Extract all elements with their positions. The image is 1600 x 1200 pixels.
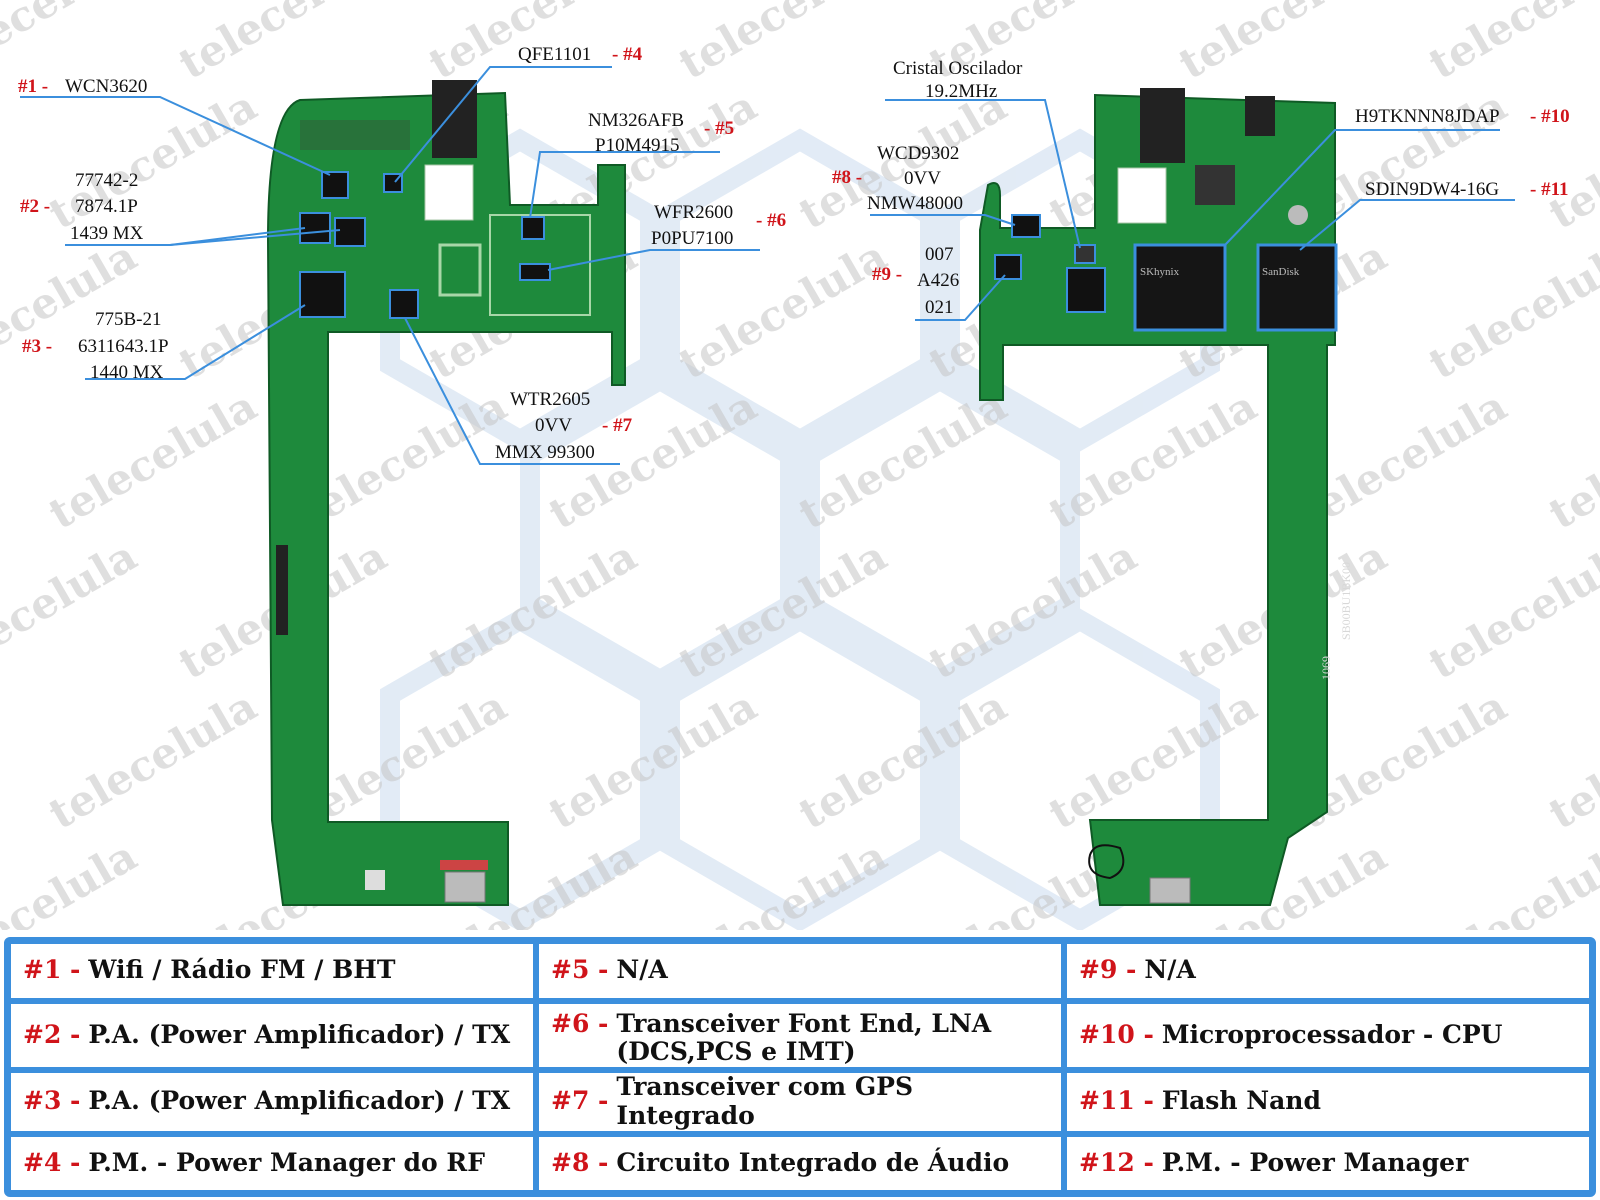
legend-table: #1 -Wifi / Rádio FM / BHT#5 -N/A#9 -N/A#… <box>4 937 1596 1197</box>
svg-text:021: 021 <box>925 297 954 318</box>
svg-text:775B-21: 775B-21 <box>95 309 162 330</box>
legend-number: #1 - <box>23 955 81 985</box>
leader-lines <box>20 66 1515 465</box>
legend-text: Transceiver Font End, LNA(DCS,PCS e IMT) <box>616 1008 992 1067</box>
svg-text:19.2MHz: 19.2MHz <box>925 81 997 102</box>
silkscreen-code: SB00BU1BK00 <box>1339 562 1353 640</box>
legend-number: #2 - <box>23 1019 81 1049</box>
svg-text:#8 -: #8 - <box>832 167 862 188</box>
svg-text:WTR2605: WTR2605 <box>510 389 590 410</box>
svg-text:#2 -: #2 - <box>20 196 50 217</box>
svg-text:P10M4915: P10M4915 <box>595 135 679 156</box>
legend-text-line2: (DCS,PCS e IMT) <box>616 1037 856 1067</box>
callout-crystal: Cristal Oscilador 19.2MHz <box>893 58 1023 102</box>
svg-text:H9TKNNN8JDAP: H9TKNNN8JDAP <box>1355 106 1500 127</box>
svg-text:WCN3620: WCN3620 <box>65 76 147 97</box>
callout-8: WCD9302 #8 - 0VV NMW48000 <box>832 143 963 214</box>
svg-text:007: 007 <box>925 244 954 265</box>
legend-cell: #11 -Flash Nand <box>1064 1070 1592 1134</box>
flash-brand-text: SanDisk <box>1262 266 1300 278</box>
legend-number: #4 - <box>23 1147 81 1177</box>
svg-text:- #5: - #5 <box>704 118 734 139</box>
svg-text:QFE1101: QFE1101 <box>518 44 591 65</box>
svg-text:NM326AFB: NM326AFB <box>588 110 684 131</box>
svg-text:6311643.1P: 6311643.1P <box>78 336 169 357</box>
svg-text:- #4: - #4 <box>612 44 643 65</box>
legend-cell: #1 -Wifi / Rádio FM / BHT <box>8 941 536 1001</box>
svg-text:- #6: - #6 <box>756 210 786 231</box>
svg-text:#9 -: #9 - <box>872 264 902 285</box>
legend-number: #8 - <box>551 1147 609 1177</box>
svg-text:MMX 99300: MMX 99300 <box>495 442 595 463</box>
svg-text:7874.1P: 7874.1P <box>75 196 138 217</box>
callout-10: H9TKNNN8JDAP - #10 <box>1355 106 1570 127</box>
legend-cell: #12 -P.M. - Power Manager <box>1064 1133 1592 1193</box>
svg-text:Cristal Oscilador: Cristal Oscilador <box>893 58 1023 79</box>
svg-text:WCD9302: WCD9302 <box>877 143 959 164</box>
legend-cell: #3 -P.A. (Power Amplificador) / TX <box>8 1070 536 1134</box>
legend-cell: #6 -Transceiver Font End, LNA(DCS,PCS e … <box>536 1000 1064 1070</box>
legend-cell: #7 -Transceiver com GPS Integrado <box>536 1070 1064 1134</box>
legend-cell: #4 -P.M. - Power Manager do RF <box>8 1133 536 1193</box>
svg-text:#3 -: #3 - <box>22 336 52 357</box>
svg-text:- #7: - #7 <box>602 415 633 436</box>
svg-text:#1 -: #1 - <box>18 76 48 97</box>
legend-text: Flash Nand <box>1161 1086 1321 1116</box>
legend-text: Transceiver com GPS Integrado <box>616 1072 914 1130</box>
callout-4: QFE1101 - #4 <box>518 44 643 65</box>
legend-cell: #5 -N/A <box>536 941 1064 1001</box>
legend-text: Circuito Integrado de Áudio <box>616 1147 1010 1177</box>
legend-number: #5 - <box>551 955 609 985</box>
svg-text:0VV: 0VV <box>904 168 941 189</box>
callout-3: 775B-21 #3 - 6311643.1P 1440 MX <box>22 309 169 383</box>
legend-number: #9 - <box>1079 955 1137 985</box>
legend-number: #10 - <box>1079 1019 1154 1049</box>
legend-text: P.M. - Power Manager <box>1161 1147 1469 1177</box>
svg-text:P0PU7100: P0PU7100 <box>651 228 733 249</box>
svg-text:- #10: - #10 <box>1530 106 1570 127</box>
pcb-diagram: SKhynix SanDisk SB00BU1BK00 1069 <box>18 44 1570 906</box>
svg-text:0VV: 0VV <box>535 415 572 436</box>
callout-7: WTR2605 0VV - #7 MMX 99300 <box>495 389 633 463</box>
callout-6: WFR2600 - #6 P0PU7100 <box>651 202 786 249</box>
legend-text: P.A. (Power Amplificador) / TX <box>88 1086 511 1116</box>
legend-text: N/A <box>1144 955 1196 985</box>
svg-text:SDIN9DW4-16G: SDIN9DW4-16G <box>1365 179 1499 200</box>
right-board: SKhynix SanDisk SB00BU1BK00 1069 <box>979 88 1353 906</box>
ram-brand-text: SKhynix <box>1140 266 1180 278</box>
svg-text:77742-2: 77742-2 <box>75 170 138 191</box>
legend-number: #7 - <box>551 1086 609 1116</box>
legend-number: #11 - <box>1079 1086 1154 1116</box>
legend-text: Microprocessador - CPU <box>1161 1019 1503 1049</box>
legend-cell: #10 -Microprocessador - CPU <box>1064 1000 1592 1070</box>
svg-text:- #11: - #11 <box>1530 179 1569 200</box>
legend-text: N/A <box>616 955 668 985</box>
left-board <box>266 80 626 906</box>
callout-2: 77742-2 #2 - 7874.1P 1439 MX <box>20 170 144 244</box>
svg-text:1439 MX: 1439 MX <box>70 223 144 244</box>
svg-text:NMW48000: NMW48000 <box>867 193 963 214</box>
callout-1: #1 - WCN3620 <box>18 76 147 97</box>
svg-text:WFR2600: WFR2600 <box>654 202 733 223</box>
legend-number: #12 - <box>1079 1147 1154 1177</box>
callout-11: SDIN9DW4-16G - #11 <box>1365 179 1569 200</box>
legend-cell: #8 -Circuito Integrado de Áudio <box>536 1133 1064 1193</box>
legend-text: Wifi / Rádio FM / BHT <box>88 955 396 985</box>
silkscreen-number: 1069 <box>1319 656 1333 680</box>
legend-cell: #9 -N/A <box>1064 941 1592 1001</box>
callout-5: NM326AFB - #5 P10M4915 <box>588 110 734 156</box>
svg-text:1440 MX: 1440 MX <box>90 362 164 383</box>
legend-text: P.M. - Power Manager do RF <box>88 1147 485 1177</box>
legend-number: #6 - <box>551 1008 609 1038</box>
legend-text: P.A. (Power Amplificador) / TX <box>88 1019 511 1049</box>
legend-cell: #2 -P.A. (Power Amplificador) / TX <box>8 1000 536 1070</box>
svg-text:A426: A426 <box>917 270 959 291</box>
legend-number: #3 - <box>23 1086 81 1116</box>
callout-9: 007 #9 - A426 021 <box>872 244 959 318</box>
